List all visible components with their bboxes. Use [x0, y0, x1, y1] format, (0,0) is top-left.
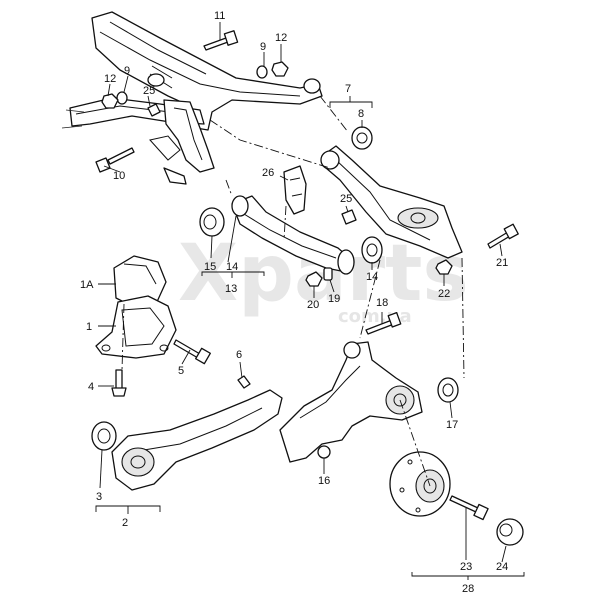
bolt-11: [203, 30, 239, 51]
bolt-6: [237, 375, 251, 389]
bushing-17: [437, 377, 459, 403]
washer-9-lower: [116, 91, 128, 105]
hub-cap-24: [496, 518, 524, 546]
nut-12-upper: [271, 61, 289, 77]
callout-21: 21: [496, 257, 508, 269]
wheel-hub-28: [389, 451, 451, 517]
callout-26: 26: [262, 167, 274, 179]
callout-6: 6: [236, 349, 242, 361]
callout-1A: 1A: [80, 279, 94, 291]
callout-1: 1: [86, 321, 92, 333]
callout-28: 28: [462, 583, 474, 595]
washer-19: [323, 267, 333, 281]
callout-25-upper: 25: [143, 85, 155, 97]
bushing-3: [91, 421, 117, 451]
callout-24: 24: [496, 561, 508, 573]
bolt-4: [111, 369, 127, 397]
callout-13: 13: [225, 283, 237, 295]
nut-20: [305, 271, 323, 287]
trailing-arm-2: [111, 389, 283, 491]
bolt-10: [95, 147, 135, 173]
callout-9-upper: 9: [260, 41, 266, 53]
callout-2: 2: [122, 517, 128, 529]
bushing-15: [199, 207, 225, 237]
callout-5: 5: [178, 365, 184, 377]
leader-lines: [98, 22, 507, 563]
bolt-21: [487, 223, 519, 249]
callout-10: 10: [113, 170, 125, 182]
bolt-5: [173, 339, 211, 365]
bushing-8: [351, 126, 373, 150]
callout-23: 23: [460, 561, 472, 573]
callout-4: 4: [88, 381, 94, 393]
callout-14-outer: 14: [366, 271, 378, 283]
buffer-1A: [113, 255, 167, 307]
bolt-25-upper: [147, 103, 161, 117]
callout-7: 7: [345, 83, 351, 95]
callout-19: 19: [328, 293, 340, 305]
spring-link-7: [320, 145, 463, 259]
callout-8: 8: [358, 108, 364, 120]
callout-12-upper: 12: [275, 32, 287, 44]
nut-22: [435, 259, 453, 275]
callout-15: 15: [204, 261, 216, 273]
callout-25-middle: 25: [340, 193, 352, 205]
callout-3: 3: [96, 491, 102, 503]
callout-18: 18: [376, 297, 388, 309]
mount-bracket-1: [95, 295, 177, 359]
bolt-25-middle: [341, 209, 357, 225]
group-brackets: [95, 96, 525, 580]
callout-20: 20: [307, 299, 319, 311]
bolt-18: [365, 312, 402, 335]
bushing-14-inner: [231, 195, 249, 217]
callout-22: 22: [438, 288, 450, 300]
callout-17: 17: [446, 419, 458, 431]
callout-12-lower: 12: [104, 73, 116, 85]
hub-bolt-23: [449, 495, 489, 521]
bracket-26: [283, 165, 307, 215]
callout-14-inner: 14: [226, 261, 238, 273]
assembly-lines: [121, 95, 465, 487]
bushing-14-outer: [337, 236, 383, 275]
callout-16: 16: [318, 475, 330, 487]
callout-11: 11: [214, 10, 225, 22]
nut-12-lower: [101, 93, 119, 109]
callout-9-lower: 9: [124, 65, 130, 77]
callout-labels: 11 9 12 9 12 25 10 7 8 26 25 21 22 15 14…: [80, 10, 508, 595]
washer-9-upper: [256, 65, 268, 79]
